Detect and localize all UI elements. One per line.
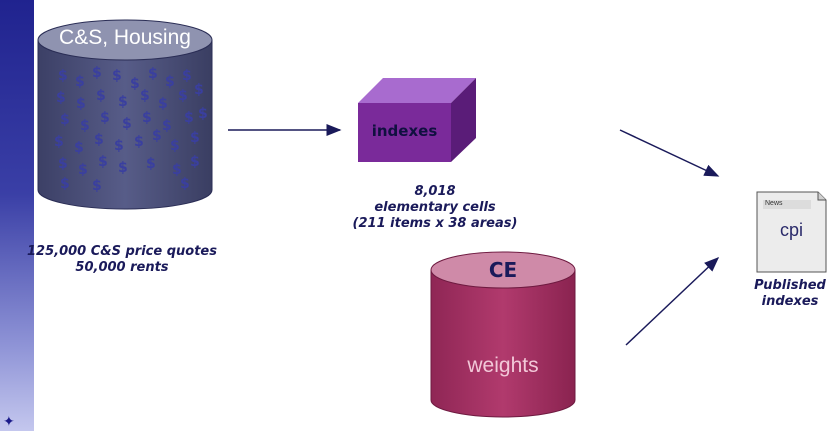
- arrow-indexes-to-published: [619, 129, 720, 177]
- housing-database-title: C&S, Housing: [59, 26, 191, 49]
- svg-text:$: $: [112, 68, 122, 84]
- svg-text:$: $: [118, 94, 128, 110]
- svg-text:$: $: [180, 176, 190, 192]
- weights-database-label: weights: [467, 354, 539, 377]
- weights-database-cylinder: [430, 251, 576, 418]
- svg-text:$: $: [100, 110, 110, 126]
- svg-text:$: $: [198, 106, 208, 122]
- svg-text:$: $: [96, 88, 106, 104]
- indexes-caption-line1: 8,018: [414, 184, 456, 199]
- indexes-caption-line2: elementary cells: [374, 200, 496, 215]
- svg-text:$: $: [140, 88, 150, 104]
- svg-text:$: $: [75, 74, 85, 90]
- weights-database-title: CE: [488, 258, 518, 282]
- svg-text:$: $: [170, 138, 180, 154]
- svg-text:$: $: [56, 90, 66, 106]
- svg-text:$: $: [162, 118, 172, 134]
- svg-text:$: $: [60, 176, 70, 192]
- svg-text:$: $: [60, 112, 70, 128]
- svg-text:$: $: [118, 160, 128, 176]
- svg-text:$: $: [54, 134, 64, 150]
- left-accent-bar: [0, 0, 34, 431]
- indexes-caption: 8,018 elementary cells (211 items x 38 a…: [325, 184, 545, 232]
- arrow-weights-to-published: [625, 256, 720, 346]
- svg-text:$: $: [152, 128, 162, 144]
- dollar-signs-pattern: $$ $$ $$ $$ $$ $$ $$ $$ $$ $$ $$ $$ $$ $…: [54, 65, 208, 194]
- svg-text:$: $: [158, 96, 168, 112]
- svg-text:$: $: [74, 140, 84, 156]
- document-cpi-label: cpi: [779, 220, 803, 240]
- svg-text:$: $: [80, 118, 90, 134]
- svg-text:$: $: [58, 68, 68, 84]
- published-caption: Published indexes: [742, 278, 838, 310]
- svg-text:$: $: [148, 66, 158, 82]
- housing-database-cylinder: [37, 19, 213, 210]
- svg-text:$: $: [190, 154, 200, 170]
- housing-caption-line2: 50,000 rents: [75, 260, 169, 275]
- indexes-box-label: indexes: [371, 122, 438, 140]
- svg-text:$: $: [92, 65, 102, 81]
- published-caption-line2: indexes: [761, 294, 819, 309]
- svg-text:$: $: [178, 88, 188, 104]
- svg-text:$: $: [165, 74, 175, 90]
- svg-text:$: $: [98, 154, 108, 170]
- corner-asterisk-icon: ✦: [3, 413, 15, 429]
- svg-text:$: $: [130, 76, 140, 92]
- document-header: News: [765, 200, 783, 207]
- housing-caption-line1: 125,000 C&S price quotes: [27, 244, 217, 259]
- svg-text:$: $: [184, 110, 194, 126]
- svg-text:$: $: [142, 110, 152, 126]
- indexes-box: [358, 78, 476, 162]
- svg-text:$: $: [114, 138, 124, 154]
- svg-text:$: $: [146, 156, 156, 172]
- svg-text:$: $: [134, 134, 144, 150]
- svg-text:$: $: [182, 68, 192, 84]
- svg-text:$: $: [76, 96, 86, 112]
- svg-text:$: $: [172, 162, 182, 178]
- svg-text:$: $: [92, 178, 102, 194]
- indexes-caption-line3: (211 items x 38 areas): [352, 216, 518, 231]
- svg-text:$: $: [194, 82, 204, 98]
- published-caption-line1: Published: [754, 278, 826, 293]
- document-icon: [756, 191, 827, 273]
- svg-text:$: $: [94, 132, 104, 148]
- svg-text:$: $: [58, 156, 68, 172]
- svg-text:$: $: [122, 116, 132, 132]
- housing-caption: 125,000 C&S price quotes 50,000 rents: [4, 244, 240, 276]
- svg-text:$: $: [190, 130, 200, 146]
- svg-text:$: $: [78, 162, 88, 178]
